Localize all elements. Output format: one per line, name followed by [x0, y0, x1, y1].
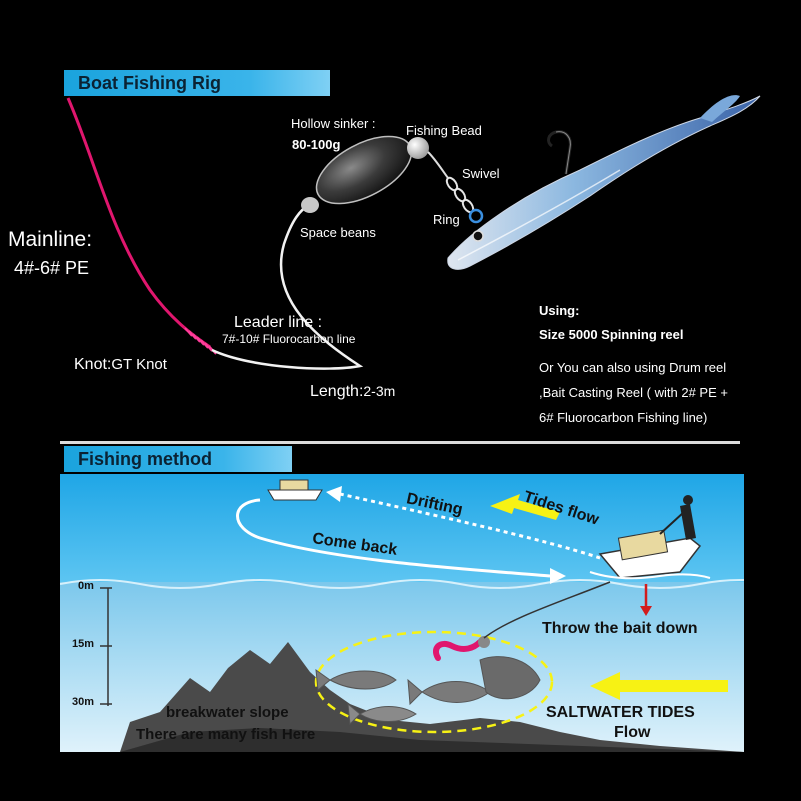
main-boat — [598, 495, 702, 579]
flow-label: Flow — [614, 724, 651, 741]
depth-0m: 0m — [78, 580, 94, 592]
seabed-rocks — [120, 642, 744, 752]
knot-label: Knot: — [74, 356, 112, 373]
sinker-label: Hollow sinker : — [291, 116, 376, 131]
space-bean — [301, 197, 319, 213]
swivel-label: Swivel — [462, 166, 500, 181]
length-value: 2-3m — [363, 383, 396, 399]
soft-lure — [447, 95, 761, 270]
pink-lure — [432, 639, 483, 661]
rig-title-banner: Boat Fishing Rig — [64, 70, 330, 96]
method-title: Fishing method — [78, 449, 212, 469]
using-alt-line2: ,Bait Casting Reel ( with 2# PE + — [539, 385, 728, 400]
mainline-value: 4#-6# PE — [14, 258, 90, 278]
rig-diagram — [66, 95, 761, 370]
knot-value: GT Knot — [111, 356, 167, 373]
leader-value: 7#-10# Fluorocarbon line — [222, 332, 356, 346]
come-back-path — [236, 498, 551, 578]
rig-title: Boat Fishing Rig — [78, 73, 221, 93]
leader-line — [211, 202, 364, 370]
drifting-path — [339, 492, 601, 560]
slope-line2: There are many fish Here — [136, 726, 316, 743]
method-title-bar — [64, 446, 292, 472]
using-alt-line1: Or You can also using Drum reel — [539, 360, 727, 375]
fishing-line — [483, 581, 611, 639]
mainline-label: Mainline: — [8, 228, 93, 251]
using-title: Using: — [539, 303, 580, 318]
knot-text: Knot:GT Knot — [74, 356, 167, 374]
sinker-weight: 80-100g — [292, 137, 341, 152]
scene-art — [60, 474, 744, 752]
slope-line1: breakwater slope — [166, 704, 289, 721]
using-reel: Size 5000 Spinning reel — [539, 327, 684, 342]
fishing-bead — [407, 137, 429, 159]
saltwater-tides-arrow — [590, 672, 728, 700]
depth-15m: 15m — [72, 638, 95, 650]
rig-title-bar — [64, 70, 330, 96]
small-boat — [267, 479, 323, 501]
length-label: Length: — [310, 383, 364, 400]
lure-eye — [472, 230, 484, 242]
saltwater-tides-label: SALTWATER TIDES — [546, 704, 695, 721]
ring-label: Ring — [433, 212, 460, 227]
fish-group — [315, 656, 541, 726]
method-divider — [60, 441, 740, 444]
tides-flow-arrow — [490, 494, 560, 520]
swivel — [445, 176, 475, 214]
fish-zone-ellipse — [314, 630, 554, 734]
ring — [468, 208, 484, 224]
leader-label: Leader line : — [234, 314, 323, 331]
bead-label: Fishing Bead — [406, 123, 482, 138]
depth-30m: 30m — [72, 696, 95, 708]
gt-knot — [184, 327, 217, 355]
method-title-banner: Fishing method — [64, 446, 292, 472]
length-text: Length:2-3m — [310, 383, 395, 401]
throw-bait-label: Throw the bait down — [542, 620, 698, 637]
bead-to-swivel-line — [427, 151, 449, 179]
fishing-method-scene: 0m 15m 30m Drifting Tides flow Come back… — [60, 442, 744, 752]
space-beans-label: Space beans — [300, 225, 376, 240]
using-alt-line3: 6# Fluorocarbon Fishing line) — [539, 410, 708, 425]
mainline — [66, 97, 211, 349]
